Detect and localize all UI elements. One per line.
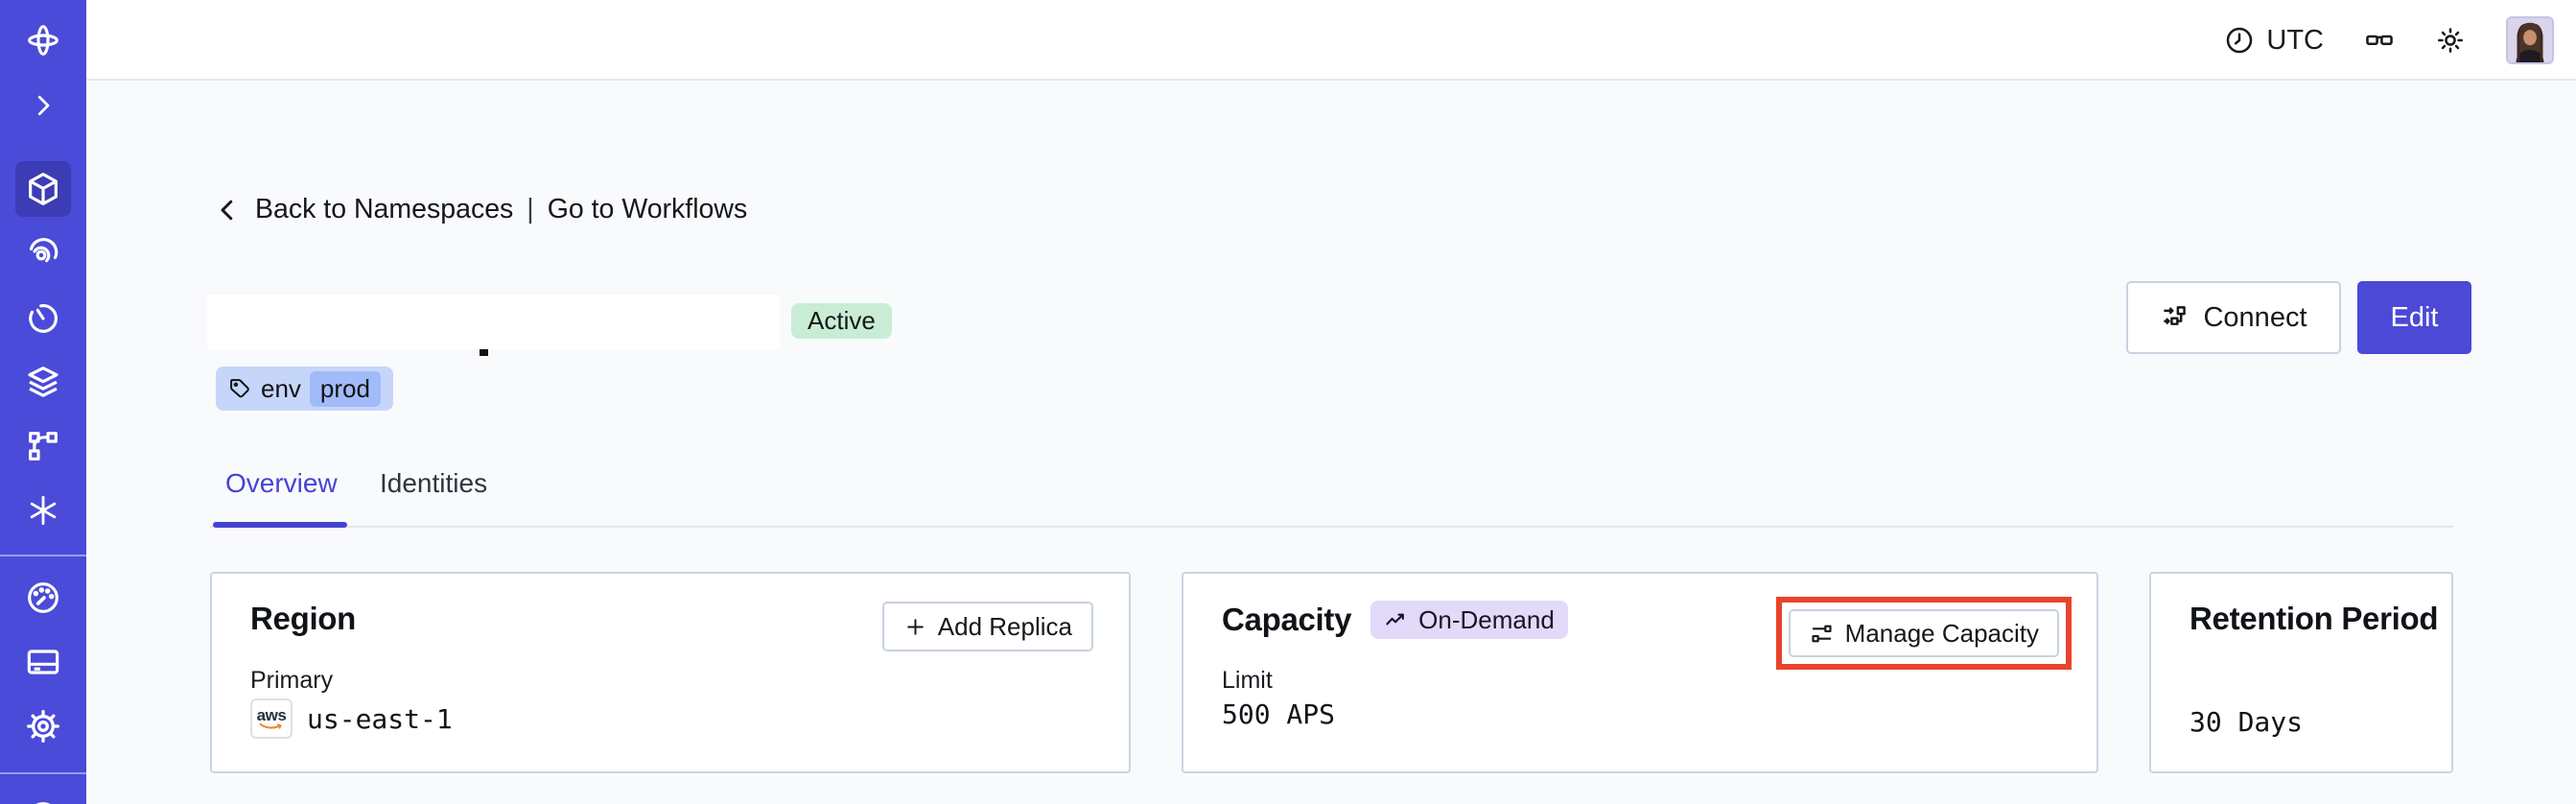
trending-up-icon xyxy=(1386,613,1405,625)
sidebar-item-billing[interactable] xyxy=(15,634,71,690)
status-badge-label: Active xyxy=(808,306,876,335)
namespace-title-redacted xyxy=(207,295,780,349)
connect-flow-icon xyxy=(2164,305,2187,325)
connect-button-label: Connect xyxy=(2203,301,2307,333)
credit-card-icon xyxy=(27,650,59,674)
sidebar xyxy=(0,0,86,804)
aws-smile-icon xyxy=(259,722,282,729)
region-value: us-east-1 xyxy=(307,702,453,735)
breadcrumb-back-link[interactable]: Back to Namespaces xyxy=(255,194,514,225)
sidebar-item-deployments[interactable] xyxy=(15,354,71,410)
sidebar-item-partial-bottom[interactable] xyxy=(15,790,71,804)
plus-icon xyxy=(907,618,924,635)
tab-identities[interactable]: Identities xyxy=(380,468,488,498)
region-primary-label: Primary xyxy=(250,667,334,694)
highlight-outline: Manage Capacity xyxy=(1775,597,2072,670)
retention-value: 30 Days xyxy=(2190,706,2304,738)
capacity-limit-label: Limit xyxy=(1222,667,1273,694)
aws-logo: aws xyxy=(250,698,293,739)
region-value-row: aws us-east-1 xyxy=(250,698,453,739)
connect-button[interactable]: Connect xyxy=(2126,281,2341,354)
sliders-icon xyxy=(1812,625,1832,642)
retention-card-title: Retention Period xyxy=(2190,601,2439,636)
tag-icon xyxy=(230,378,249,397)
breadcrumb-separator: | xyxy=(527,194,534,225)
capacity-value: 500 APS xyxy=(1222,698,1336,730)
capacity-card: Capacity On-Demand Manage Capacity Limit… xyxy=(1182,572,2098,773)
asterisk-icon xyxy=(30,495,57,526)
add-replica-button[interactable]: Add Replica xyxy=(881,602,1093,651)
sidebar-item-usage[interactable] xyxy=(15,570,71,626)
sidebar-item-namespaces[interactable] xyxy=(15,161,71,217)
sidebar-item-settings[interactable] xyxy=(15,698,71,754)
sidebar-divider xyxy=(0,555,86,556)
capacity-card-title: Capacity xyxy=(1222,602,1352,637)
aws-logo-text: aws xyxy=(256,706,287,724)
tag-value: prod xyxy=(309,370,381,407)
tabs-divider xyxy=(210,526,2453,528)
sidebar-item-schedules[interactable] xyxy=(15,290,71,345)
layers-icon xyxy=(28,367,59,397)
expand-sidebar-chevron-icon[interactable] xyxy=(15,78,71,133)
back-chevron-icon[interactable] xyxy=(213,196,242,225)
gauge-icon xyxy=(28,582,59,613)
breadcrumb-workflows-link[interactable]: Go to Workflows xyxy=(547,194,748,225)
sidebar-divider xyxy=(0,772,86,774)
namespace-tag[interactable]: env prod xyxy=(216,367,393,411)
user-avatar[interactable] xyxy=(2506,16,2554,64)
ondemand-badge-label: On-Demand xyxy=(1418,604,1555,634)
circle-icon xyxy=(35,802,51,804)
nexus-spiral-icon xyxy=(29,238,59,263)
breadcrumb: Back to Namespaces | Go to Workflows xyxy=(213,194,747,225)
header-actions: Connect Edit xyxy=(2126,281,2471,354)
sidebar-item-asterisk[interactable] xyxy=(15,483,71,538)
temporal-logo[interactable] xyxy=(15,12,71,68)
add-replica-label: Add Replica xyxy=(937,611,1072,641)
active-tab-underline xyxy=(213,522,347,528)
gear-icon xyxy=(27,710,59,743)
manage-capacity-label: Manage Capacity xyxy=(1844,618,2039,648)
manage-capacity-button[interactable]: Manage Capacity xyxy=(1788,609,2059,657)
clock-icon xyxy=(2227,27,2253,54)
edit-button[interactable]: Edit xyxy=(2357,281,2471,354)
cube-icon xyxy=(29,173,58,205)
redaction-artifact xyxy=(480,349,488,356)
status-badge: Active xyxy=(791,303,892,339)
tab-overview[interactable]: Overview xyxy=(225,468,338,498)
retention-card: Retention Period 30 Days xyxy=(2149,572,2453,773)
sidebar-item-pipelines[interactable] xyxy=(15,418,71,474)
sidebar-item-nexus[interactable] xyxy=(15,225,71,281)
region-card: Region Add Replica Primary aws us-east-1 xyxy=(210,572,1131,773)
timezone-selector[interactable]: UTC xyxy=(2224,25,2324,57)
topbar-actions: UTC xyxy=(2224,0,2554,81)
region-card-title: Region xyxy=(250,601,357,636)
capacity-value-row: 500 APS xyxy=(1222,698,1335,730)
branch-icon xyxy=(29,432,58,461)
timer-icon xyxy=(29,304,58,333)
topbar xyxy=(86,0,2576,81)
tag-key: env xyxy=(261,373,301,403)
glasses-icon[interactable] xyxy=(2364,25,2395,56)
avatar-illustration xyxy=(2508,18,2552,62)
brightness-icon[interactable] xyxy=(2435,25,2466,56)
ondemand-badge: On-Demand xyxy=(1370,601,1568,639)
edit-button-label: Edit xyxy=(2390,301,2439,333)
capacity-title-row: Capacity On-Demand xyxy=(1222,601,1568,639)
timezone-label: UTC xyxy=(2266,24,2324,56)
